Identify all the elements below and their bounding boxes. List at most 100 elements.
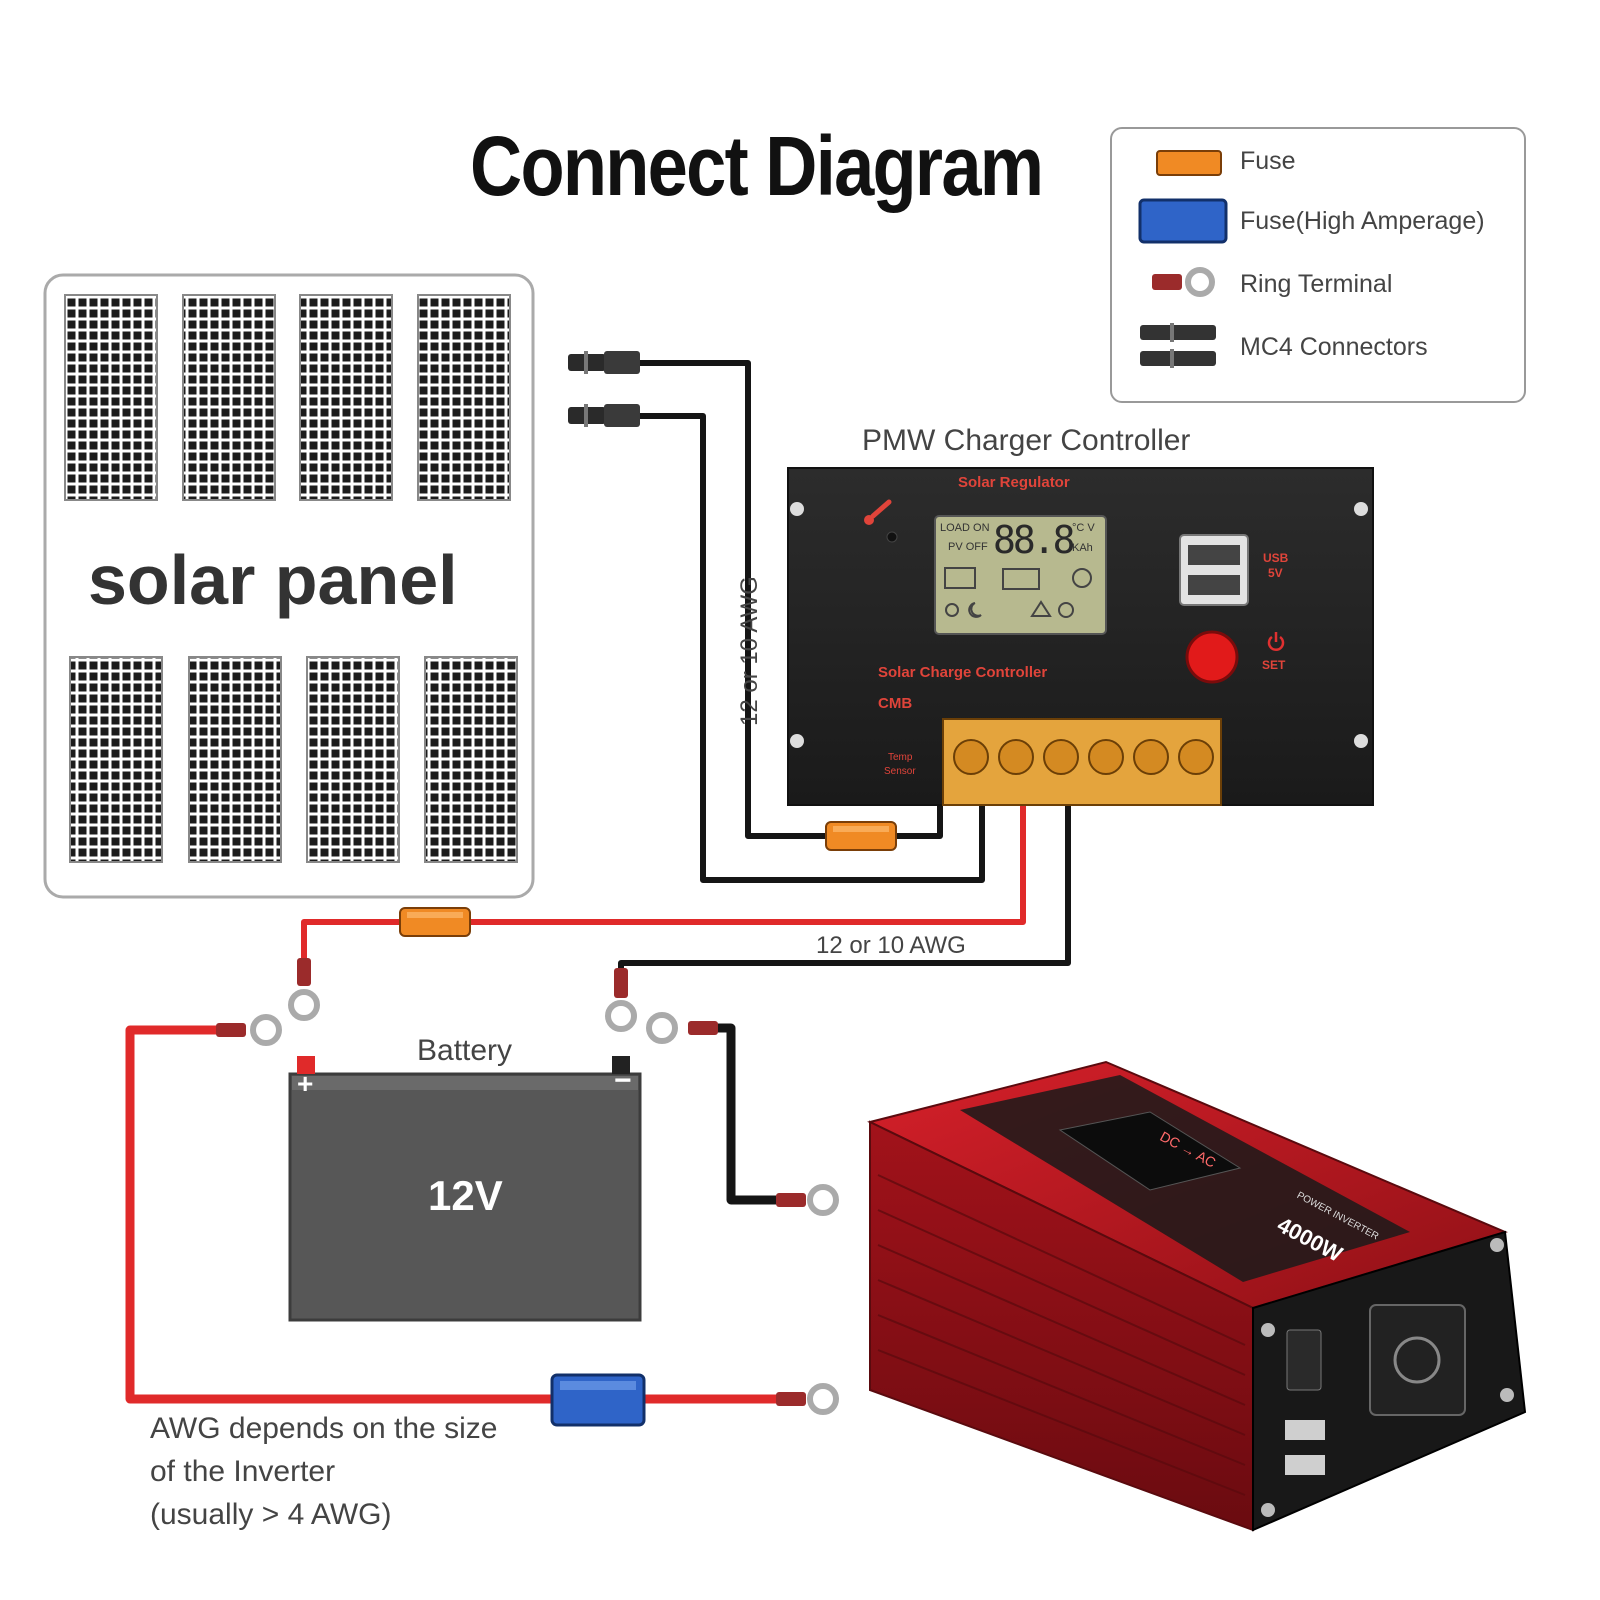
usb-port[interactable] — [1188, 575, 1240, 595]
terminal-screw — [1043, 739, 1079, 775]
power-icon — [1267, 632, 1285, 651]
lcd-pv-label: PV OFF — [948, 541, 988, 553]
mount-hole — [1354, 734, 1368, 748]
lcd-load-label: LOAD ON — [940, 522, 990, 534]
battery-icon — [1002, 568, 1040, 590]
mount-hole — [790, 734, 804, 748]
inverter-power-switch[interactable] — [1286, 1329, 1322, 1391]
terminal-screw — [953, 739, 989, 775]
charge-controller — [787, 467, 1374, 806]
solar-module — [424, 656, 518, 863]
battery-label: Battery — [417, 1034, 513, 1067]
inverter-fins — [877, 1174, 1246, 1496]
inverter-lcd — [1058, 1111, 1242, 1191]
battery-minus-sign: − — [614, 1064, 632, 1097]
solar-module — [299, 294, 393, 501]
pv-wire-1 — [640, 360, 943, 839]
terminal-screw — [998, 739, 1034, 775]
solar-module — [306, 656, 400, 863]
power-inverter — [867, 1060, 1527, 1532]
lcd-digits: 88.8 — [993, 518, 1075, 562]
mc4-connector-icon — [568, 351, 640, 374]
inverter-ac-outlet[interactable] — [1369, 1304, 1466, 1416]
mc4-connector-icon — [568, 404, 640, 427]
legend-label-high-amperage-fuse: Fuse(High Amperage) — [1240, 207, 1485, 235]
cable-note-line-3: (usually > 4 AWG) — [150, 1498, 392, 1531]
mc4-connector-icon — [1140, 323, 1216, 368]
sun-icon — [945, 603, 959, 617]
mount-hole — [790, 502, 804, 516]
terminal-screws — [953, 739, 1214, 775]
battery-voltage: 12V — [428, 1172, 503, 1219]
legend-label-ring-terminal: Ring Terminal — [1240, 270, 1393, 298]
set-label: SET — [1262, 658, 1286, 672]
cable-note-line-1: AWG depends on the size — [150, 1412, 498, 1445]
solar-panel-label: solar panel — [88, 541, 458, 619]
cable-note-line-2: of the Inverter — [150, 1455, 336, 1488]
solar-panel-frame — [43, 273, 535, 899]
ring-terminal-icon — [288, 958, 320, 1021]
set-button[interactable] — [1185, 630, 1239, 684]
solar-icon — [944, 567, 976, 589]
indicator-led — [886, 531, 898, 543]
battery-positive-wire — [301, 800, 1026, 965]
terminal-screw — [1133, 739, 1169, 775]
ring-terminal-icon — [776, 1184, 839, 1216]
ring-terminal-icon — [605, 968, 637, 1032]
controller-brand-label: CMB — [878, 695, 913, 712]
terminal-screw — [1088, 739, 1124, 775]
terminal-screw — [1178, 739, 1214, 775]
controller-caption: PMW Charger Controller — [862, 424, 1191, 457]
inline-fuse-pv — [825, 821, 897, 851]
clock-icon — [1058, 602, 1074, 618]
ring-terminal-icon — [1152, 267, 1215, 297]
legend-icons — [1138, 150, 1228, 368]
bulb-icon — [1072, 568, 1092, 588]
ring-terminal-icon — [216, 1014, 282, 1046]
solar-cells-top — [64, 294, 511, 501]
controller-header-label: Solar Regulator — [958, 474, 1070, 491]
wire-gauge-label-horizontal: 12 or 10 AWG — [816, 932, 966, 959]
pv-wire-2 — [640, 413, 985, 883]
legend: Fuse Fuse(High Amperage) Ring Terminal M… — [1110, 127, 1526, 403]
solar-module — [417, 294, 511, 501]
controller-name-label: Solar Charge Controller — [878, 664, 1048, 681]
inline-fuse-battery — [399, 907, 471, 937]
thermometer-icon — [864, 499, 892, 525]
sensor-label: Sensor — [884, 766, 916, 777]
legend-label-fuse: Fuse — [1240, 147, 1296, 175]
fuse-icon — [1156, 150, 1222, 176]
solar-cells-bottom — [69, 656, 518, 863]
high-amperage-fuse-icon — [1138, 198, 1228, 244]
inverter-usb-port[interactable] — [1285, 1455, 1325, 1475]
lcd-unit-top: °C V — [1072, 522, 1095, 534]
wire-gauge-label-vertical: 12 or 10 AWG — [736, 576, 763, 726]
page-title: Connect Diagram — [470, 119, 1044, 213]
ring-terminal-icon — [776, 1383, 839, 1415]
inverter-usb-port[interactable] — [1285, 1420, 1325, 1440]
solar-module — [69, 656, 163, 863]
solar-module — [182, 294, 276, 501]
warning-icon — [1030, 600, 1052, 617]
solar-module — [188, 656, 282, 863]
usb-voltage-label: 5V — [1268, 566, 1283, 580]
temp-label: Temp — [888, 752, 913, 763]
usb-port[interactable] — [1188, 545, 1240, 565]
inverter-negative-cable — [702, 1023, 793, 1205]
battery-negative-post — [612, 1056, 630, 1074]
legend-label-mc4-connectors: MC4 Connectors — [1240, 333, 1428, 361]
battery-body — [288, 1072, 642, 1322]
mc4-connectors — [568, 351, 640, 427]
battery — [288, 1056, 642, 1322]
lcd-icons — [944, 567, 1092, 618]
lcd-unit-bottom: KAh — [1072, 542, 1093, 554]
screw-icon — [1261, 1323, 1275, 1337]
ring-terminal-icon — [646, 1012, 718, 1044]
terminal-block — [942, 718, 1222, 806]
ring-terminals — [216, 958, 839, 1415]
mount-hole — [1354, 502, 1368, 516]
wiring — [125, 360, 1071, 1404]
solar-panel — [43, 273, 535, 899]
